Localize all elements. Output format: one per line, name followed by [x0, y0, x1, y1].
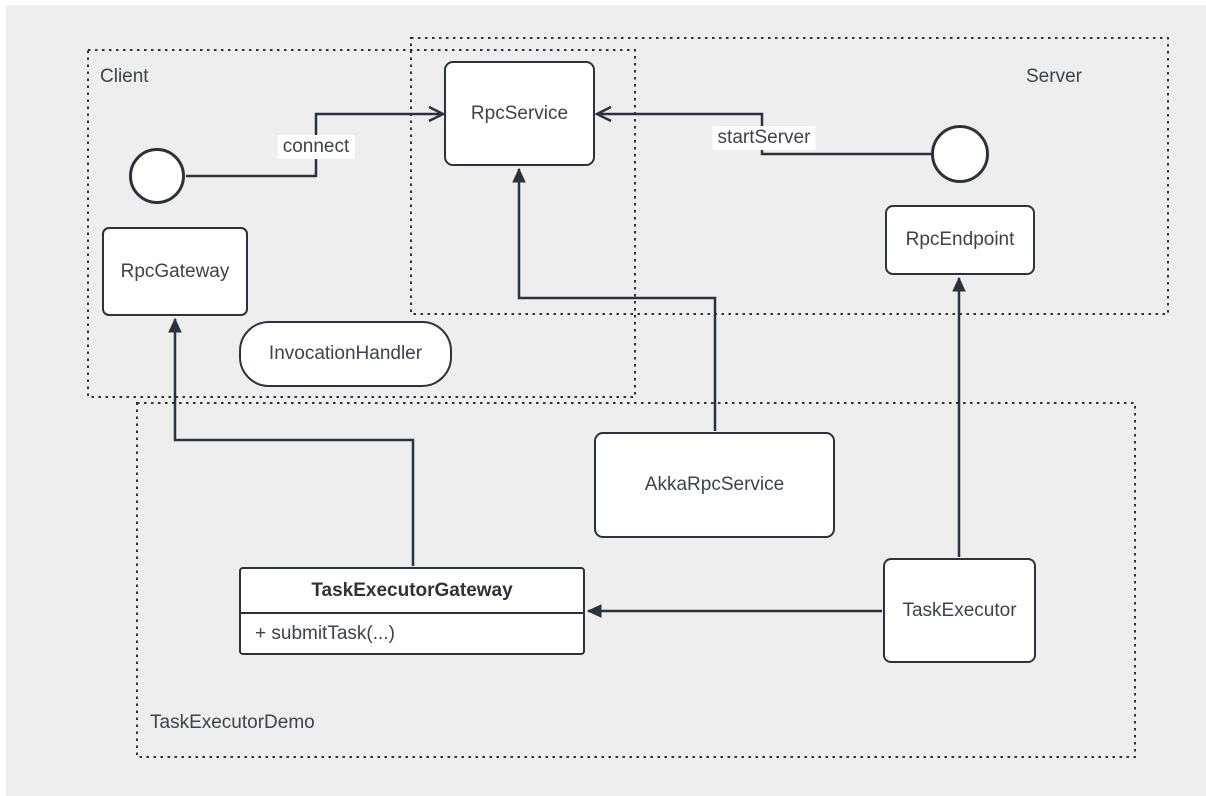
- akka-rpc-service-label: AkkaRpcService: [644, 474, 785, 495]
- invocation-handler-node[interactable]: InvocationHandler: [239, 321, 452, 387]
- akka-rpc-service-node[interactable]: AkkaRpcService: [594, 432, 835, 538]
- client-container[interactable]: [87, 49, 636, 398]
- task-executor-gateway-title: TaskExecutorGateway: [311, 579, 513, 601]
- server-actor-circle[interactable]: [931, 125, 989, 183]
- task-executor-label: TaskExecutor: [902, 599, 1017, 621]
- connect-edge-label[interactable]: connect: [277, 135, 355, 159]
- client-container-label: Client: [100, 66, 149, 87]
- task-executor-node[interactable]: TaskExecutor: [883, 558, 1036, 663]
- server-container-label: Server: [1026, 66, 1082, 87]
- task-executor-gateway-to-rpc-gateway-edge[interactable]: [168, 317, 415, 566]
- start-server-edge-label[interactable]: startServer: [712, 126, 816, 150]
- task-executor-gateway-node[interactable]: TaskExecutorGateway + submitTask(...): [239, 567, 585, 655]
- task-executor-demo-container[interactable]: [136, 402, 1136, 758]
- akka-rpc-service-to-rpc-service-edge[interactable]: [512, 167, 717, 431]
- rpc-service-label: RpcService: [470, 102, 569, 124]
- task-executor-demo-container-label: TaskExecutorDemo: [150, 712, 315, 733]
- rpc-service-node[interactable]: RpcService: [444, 61, 595, 166]
- rpc-endpoint-label: RpcEndpoint: [905, 229, 1015, 250]
- server-container[interactable]: [410, 37, 1169, 315]
- rpc-gateway-node[interactable]: RpcGateway: [102, 227, 248, 316]
- canvas-margin-left: [0, 0, 6, 796]
- rpc-endpoint-node[interactable]: RpcEndpoint: [885, 205, 1035, 275]
- client-actor-circle[interactable]: [129, 148, 185, 204]
- invocation-handler-label: InvocationHandler: [268, 343, 423, 364]
- task-executor-gateway-method: + submitTask(...): [241, 612, 583, 653]
- rpc-gateway-label: RpcGateway: [120, 260, 230, 282]
- canvas-margin-top: [0, 0, 1206, 5]
